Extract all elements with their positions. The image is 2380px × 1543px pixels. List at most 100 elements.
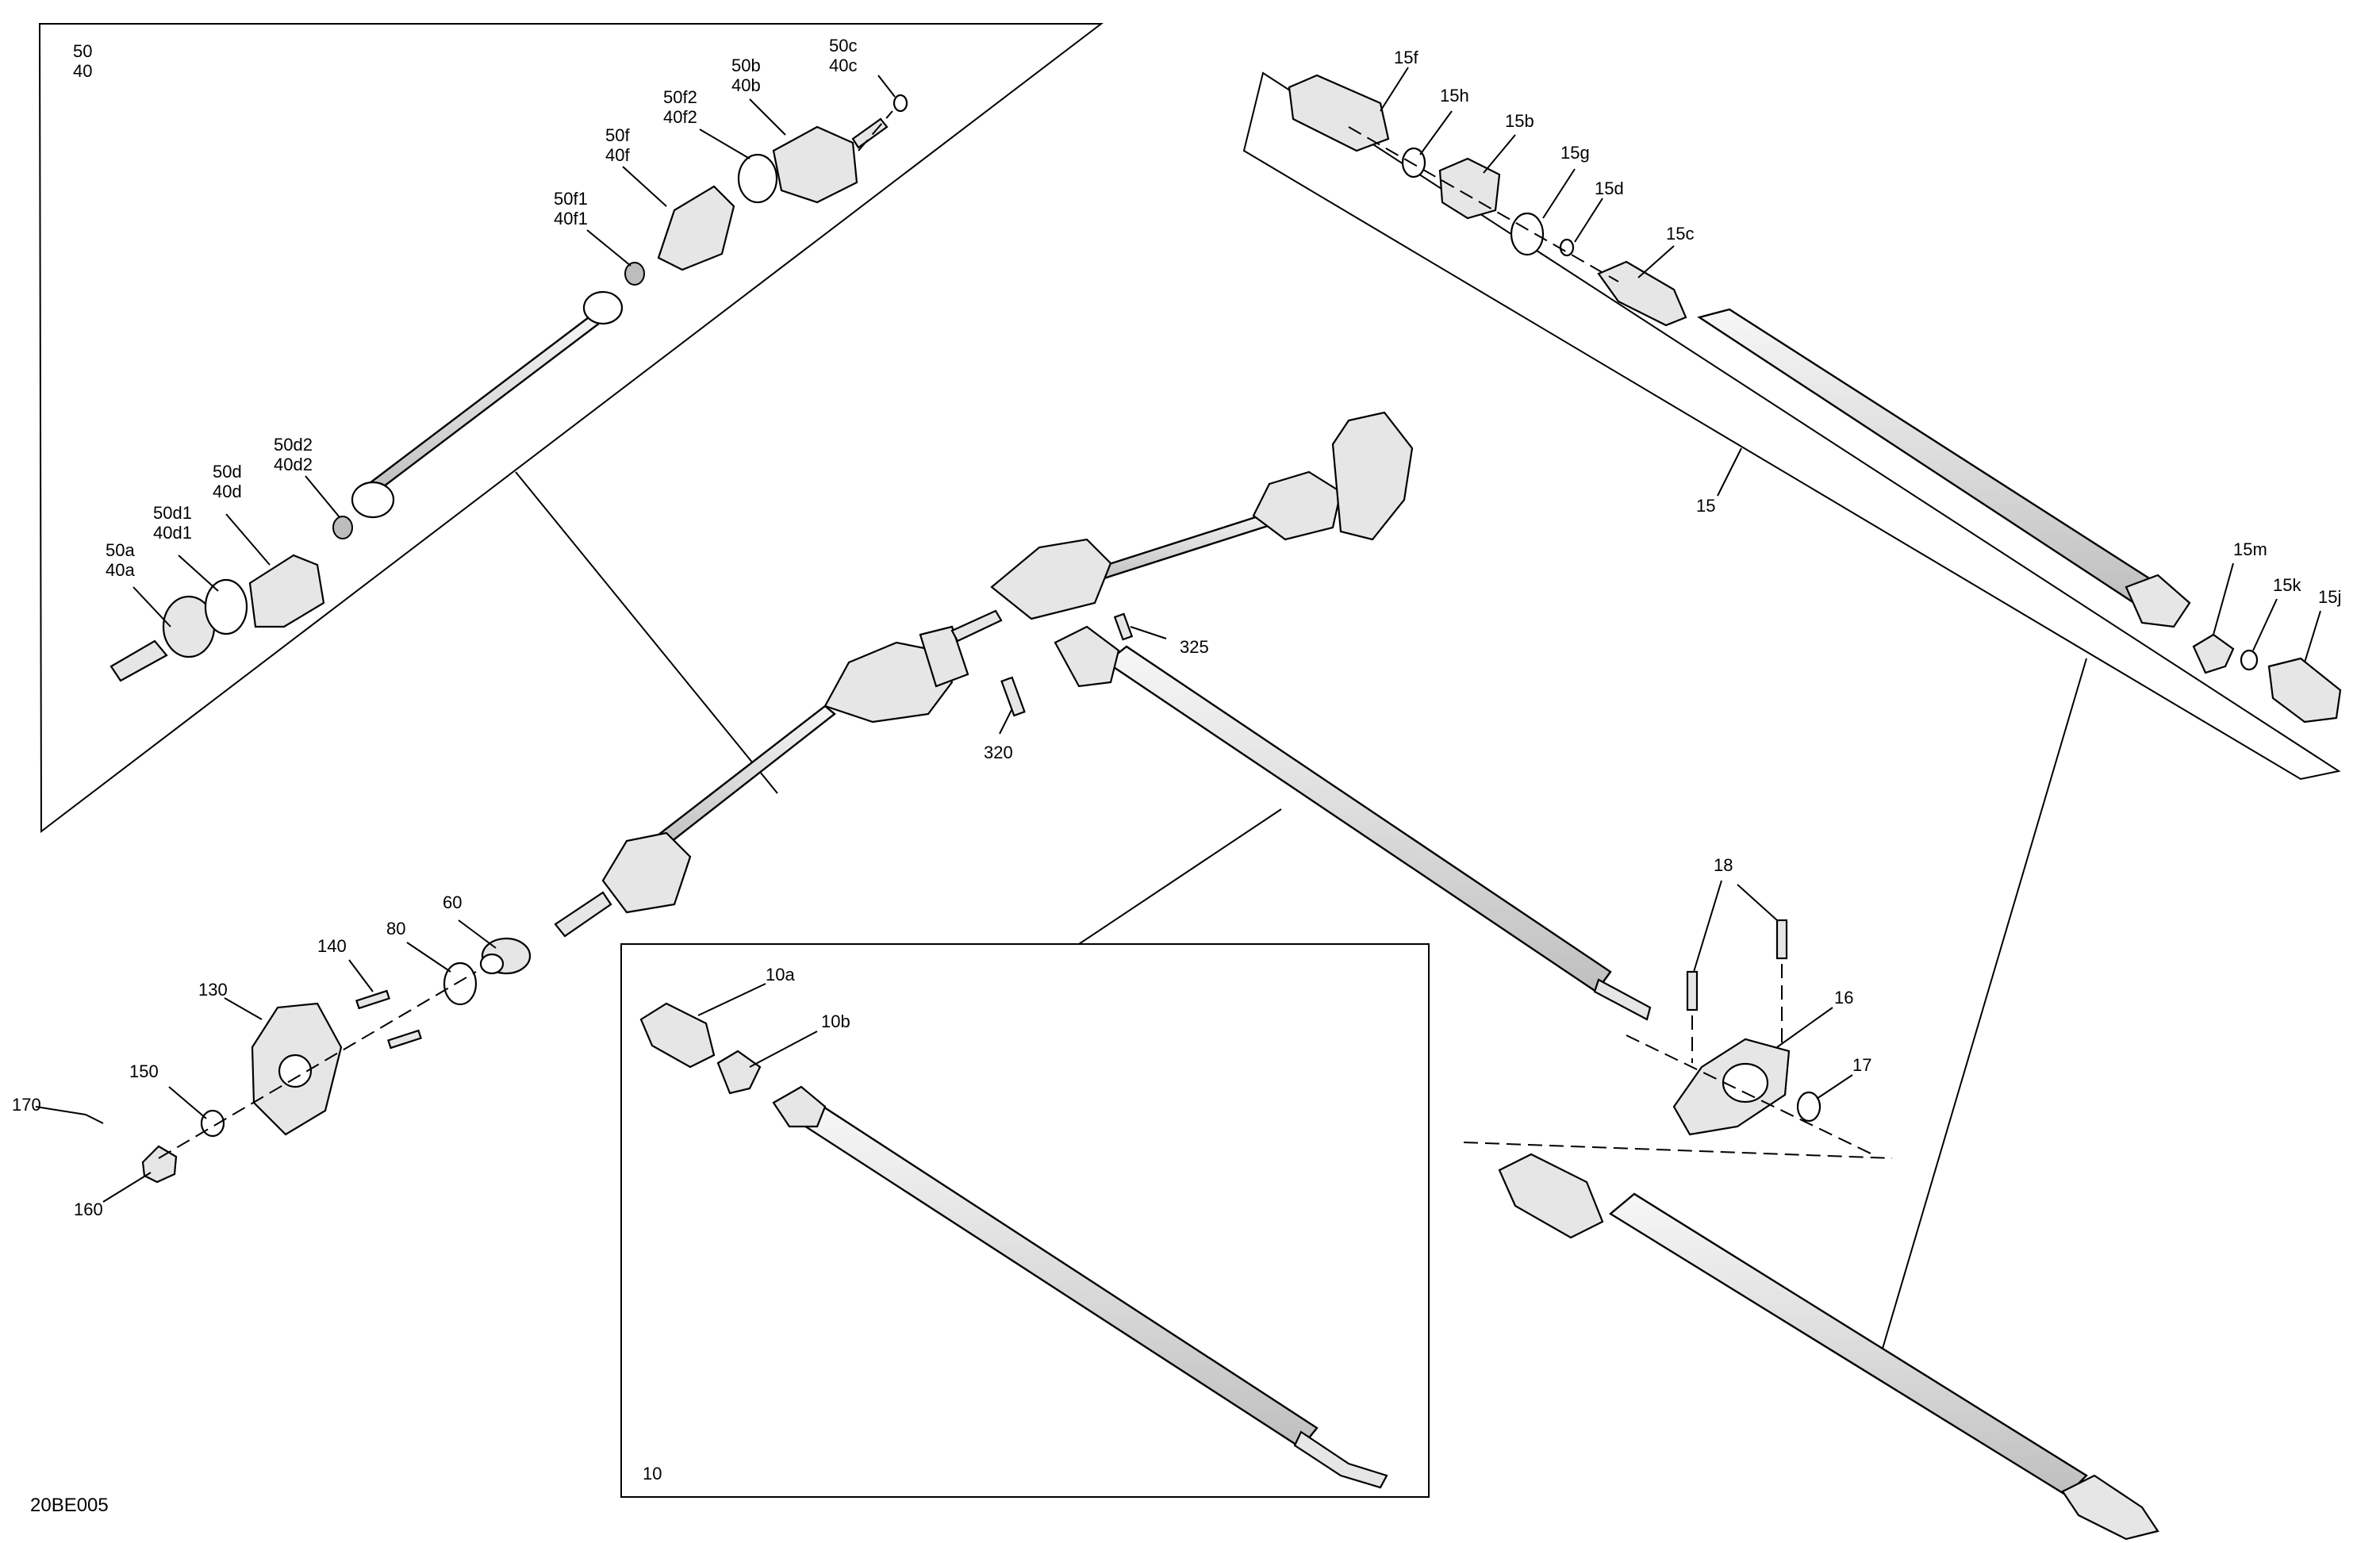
callout-16: 16 [1834, 988, 1853, 1008]
leader-150 [168, 1086, 207, 1119]
yoke-15c [1597, 260, 1687, 327]
detail-frame-prop-shaft-15 [1242, 71, 2341, 781]
boot-50d [248, 554, 325, 628]
callout-160: 160 [74, 1199, 103, 1219]
leader-320 [999, 709, 1012, 735]
callout-15: 15 [1696, 496, 1715, 516]
callout-50b: 50b [731, 56, 761, 75]
leader-50d [225, 513, 271, 566]
leader-15m [2213, 562, 2234, 635]
callout-80: 80 [386, 919, 405, 938]
ring-15h [1401, 147, 1426, 178]
leader-50d1 [178, 555, 219, 592]
leader-15f [1380, 67, 1409, 112]
leader-130 [224, 997, 263, 1020]
hub-assembly-axis [158, 971, 477, 1159]
stud-140-a [355, 989, 390, 1010]
main-inner-boot [601, 831, 692, 914]
leader-lines [35, 67, 2321, 1203]
detail-frame-drive-shaft-50-40 [38, 23, 1104, 834]
coupler-15f [1288, 74, 1390, 152]
leader-15j [2304, 610, 2321, 663]
clamp-50d2 [332, 516, 353, 539]
boot-50f [657, 185, 735, 271]
detail-frame-shaft-10 [620, 943, 1430, 1498]
callout-15g: 15g [1560, 143, 1590, 163]
callout-50d2: 50d2 [274, 435, 313, 455]
shaft-10-detail [639, 1002, 1388, 1489]
main-upper-housing [990, 538, 1112, 620]
outer-joint-hub [582, 290, 624, 325]
leader-140 [348, 959, 374, 992]
callout-50f2: 50f2 [663, 87, 697, 107]
main-shaft-bar [649, 704, 836, 852]
connector-line-15 [1879, 658, 2087, 1357]
front-drive-shaft-detail [109, 94, 908, 682]
leader-10a [697, 983, 766, 1016]
leader-50c [877, 75, 896, 98]
main-mid-housing [919, 625, 969, 688]
center-bearing-assembly [1463, 919, 1893, 1159]
prop-shaft-axis [1348, 126, 1619, 282]
callout-40f: 40f [605, 145, 630, 165]
bolt-18-a [1686, 970, 1699, 1011]
callout-170: 170 [12, 1095, 41, 1115]
callout-50a: 50a [106, 540, 135, 560]
housing-15b [1438, 157, 1501, 220]
bearing-support-16-bore [1722, 1062, 1769, 1104]
yoke-10a [639, 1002, 716, 1069]
assembly-axis-upper [858, 110, 893, 152]
bearing-axis [1626, 1034, 1873, 1155]
callout-40b: 40b [731, 75, 761, 95]
connector-line-50 [515, 471, 778, 794]
bearing-60-bore [479, 953, 505, 975]
callout-40: 40 [73, 61, 92, 81]
callout-50: 50 [73, 41, 92, 61]
callout-15c: 15c [1666, 224, 1694, 244]
leader-17 [1816, 1074, 1853, 1100]
stub-axle-50a [109, 639, 168, 682]
callout-40d: 40d [213, 482, 242, 501]
callout-325: 325 [1180, 637, 1209, 657]
prop-shaft-detail [1288, 74, 2342, 724]
yoke-lower-end [2125, 574, 2191, 628]
snap-ring-80 [443, 961, 478, 1006]
snap-ring-17 [1796, 1091, 1821, 1123]
shaft-10-stub [1293, 1430, 1388, 1489]
callout-40c: 40c [829, 56, 857, 75]
connector-line-10 [1078, 808, 1282, 945]
rear-shaft-tube [1608, 1192, 2088, 1497]
leader-170 [35, 1106, 86, 1115]
callout-140: 140 [317, 936, 347, 956]
callout-50c: 50c [829, 36, 857, 56]
callout-10a: 10a [766, 965, 795, 985]
leader-50b [749, 98, 786, 136]
leader-15 [1717, 447, 1742, 497]
stud-140-b [387, 1029, 422, 1050]
main-wheel-hub [1331, 411, 1414, 541]
leader-50f1 [586, 229, 631, 267]
callout-15m: 15m [2233, 539, 2267, 559]
stub-50c [851, 117, 889, 149]
leader-18-a [1693, 880, 1722, 973]
callout-40f1: 40f1 [554, 209, 588, 228]
callout-15b: 15b [1505, 111, 1534, 131]
callout-40a: 40a [106, 560, 135, 580]
main-outer-boot [1252, 470, 1342, 541]
callout-50f1: 50f1 [554, 189, 588, 209]
callout-150: 150 [129, 1061, 159, 1081]
washer-150 [200, 1109, 225, 1138]
callout-50d: 50d [213, 462, 242, 482]
bolt-18-b [1775, 919, 1788, 960]
cv-joint-50b [772, 125, 858, 204]
callout-60: 60 [443, 892, 462, 912]
shaft-10-tube [791, 1101, 1319, 1449]
bolt-325 [1113, 612, 1134, 641]
main-inner-stub [554, 891, 612, 938]
callout-50d1: 50d1 [153, 503, 192, 523]
main-drive-shaft [554, 411, 1414, 938]
detail-shaft-bar [365, 311, 605, 495]
callout-18: 18 [1714, 855, 1733, 875]
leader-15b [1483, 134, 1516, 174]
